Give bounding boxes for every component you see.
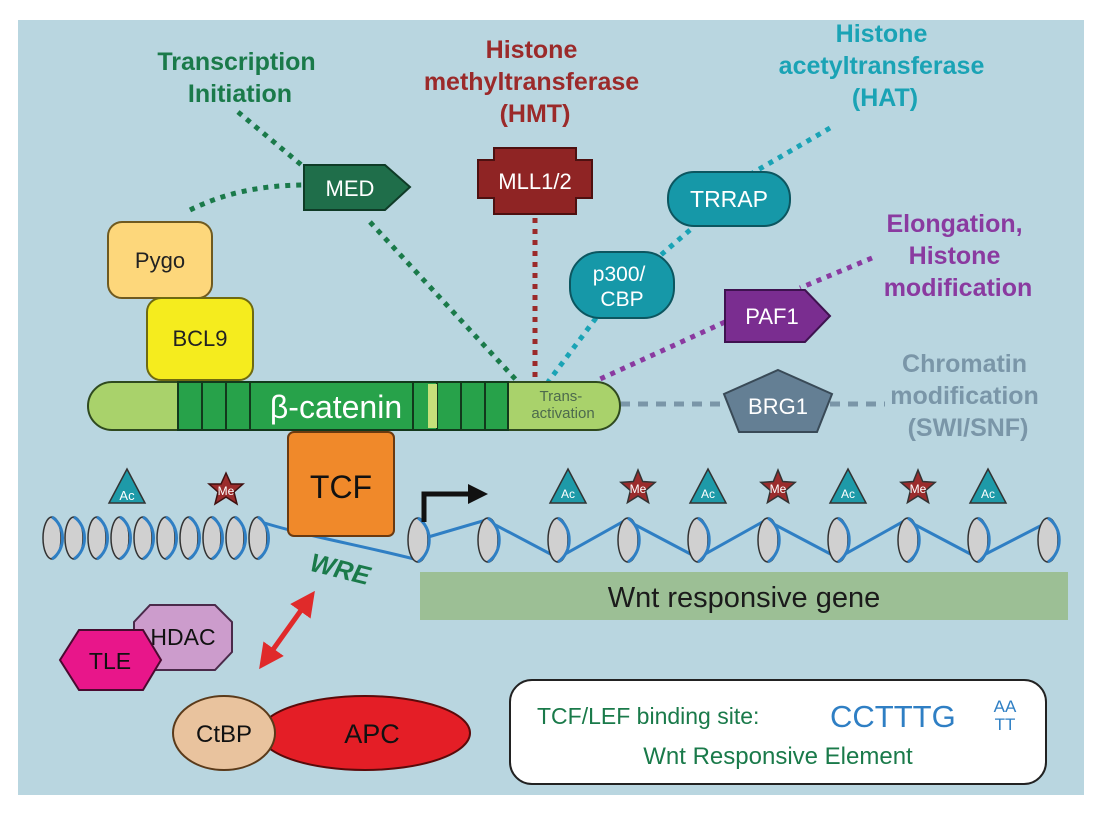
- elongation-label: Elongation, Histone modification: [884, 210, 1033, 302]
- ac-mark-label: Ac: [841, 487, 855, 501]
- bcl9-label: BCL9: [172, 326, 227, 351]
- p300-label: p300/ CBP: [593, 263, 651, 311]
- initiation-med-line: [236, 110, 307, 170]
- beta-catenin-label: β-catenin: [270, 389, 402, 425]
- tcf-protein: TCF: [287, 431, 395, 537]
- hmt-label: Histone methyltransferase (HMT): [424, 36, 646, 128]
- med-catenin-line: [368, 220, 520, 384]
- hat-label: Histone acetyltransferase (HAT): [779, 20, 992, 112]
- pygo-protein: Pygo: [107, 221, 213, 299]
- me-mark-label: Me: [770, 482, 787, 496]
- wnt-responsive-element-label: Wnt Responsive Element: [643, 743, 913, 770]
- ctbp-protein: CtBP: [172, 695, 276, 771]
- p300-catenin-line: [546, 316, 598, 384]
- me-mark: Me: [899, 468, 937, 505]
- legend-box: TCF/LEF binding site: CCTTTG AA TT Wnt R…: [509, 679, 1047, 785]
- mll-label: MLL1/2: [498, 169, 571, 194]
- tss-arrow-head: [468, 484, 488, 504]
- brg1-label: BRG1: [748, 394, 808, 419]
- tle-protein: TLE: [58, 629, 163, 691]
- ctbp-label: CtBP: [196, 721, 252, 748]
- pygo-label: Pygo: [135, 248, 185, 273]
- paf1-protein: PAF1: [724, 289, 832, 343]
- degenerate-bottom: TT: [995, 715, 1016, 734]
- pygo-med-line: [188, 182, 306, 213]
- trrap-protein: TRRAP: [667, 171, 791, 227]
- me-mark: Me: [759, 468, 797, 505]
- open-nucleosomes: [407, 516, 1061, 564]
- paf1-catenin-line: [596, 319, 727, 383]
- apc-label: APC: [344, 719, 400, 749]
- catenin-light-segment: [428, 384, 437, 428]
- ac-mark-label: Ac: [561, 487, 575, 501]
- me-mark-label: Me: [910, 482, 927, 496]
- tss-arrow: [421, 491, 470, 522]
- tcf-label: TCF: [310, 469, 372, 505]
- transcription-initiation-label: Transcription Initiation: [157, 48, 322, 108]
- transactivation-label: Trans- activation: [531, 388, 594, 422]
- p300-protein: p300/ CBP: [569, 251, 675, 319]
- paf1-label: PAF1: [745, 304, 798, 329]
- ac-mark: Ac: [548, 467, 588, 504]
- beta-catenin-protein: β-catenin Trans- activation: [87, 381, 621, 431]
- trrap-p300-line: [653, 228, 692, 262]
- binding-sequence: CCTTTG: [830, 699, 956, 734]
- wnt-gene-label: Wnt responsive gene: [608, 582, 880, 614]
- ac-mark: Ac: [968, 467, 1008, 504]
- ac-mark-label: Ac: [981, 487, 995, 501]
- repression-arrow: [259, 590, 315, 670]
- med-protein: MED: [303, 164, 412, 211]
- med-label: MED: [326, 176, 375, 201]
- chromatin-label: Chromatin modification (SWI/SNF): [890, 350, 1046, 442]
- degenerate-top: AA: [994, 697, 1017, 716]
- ac-mark: Ac: [828, 467, 868, 504]
- me-mark: Me: [207, 471, 245, 506]
- trrap-label: TRRAP: [690, 186, 768, 212]
- tle-label: TLE: [89, 648, 131, 674]
- ac-mark: Ac: [107, 467, 147, 504]
- open-chromatin-marks: Ac Me Ac Me Ac Me Ac: [548, 467, 1008, 505]
- connector-lines: [188, 110, 885, 407]
- me-mark: Me: [619, 468, 657, 505]
- brg1-protein: BRG1: [722, 368, 834, 433]
- bcl9-protein: BCL9: [146, 297, 254, 381]
- dna-linker: [254, 518, 1049, 562]
- me-mark-label: Me: [630, 482, 647, 496]
- ac-mark-label: Ac: [119, 488, 135, 503]
- armadillo-repeats: [177, 381, 509, 431]
- me-mark-label: Me: [218, 484, 235, 498]
- mll-protein: MLL1/2: [477, 147, 593, 215]
- apc-protein: APC: [259, 695, 471, 771]
- hdac-label: HDAC: [150, 624, 215, 650]
- ac-mark: Ac: [688, 467, 728, 504]
- elongation-paf1-line: [799, 255, 873, 291]
- binding-site-label: TCF/LEF binding site:: [537, 703, 759, 729]
- wnt-gene-bar: [420, 572, 1068, 620]
- hdac-protein: HDAC: [133, 604, 233, 671]
- compact-nucleosomes: [42, 515, 270, 561]
- ac-mark-label: Ac: [701, 487, 715, 501]
